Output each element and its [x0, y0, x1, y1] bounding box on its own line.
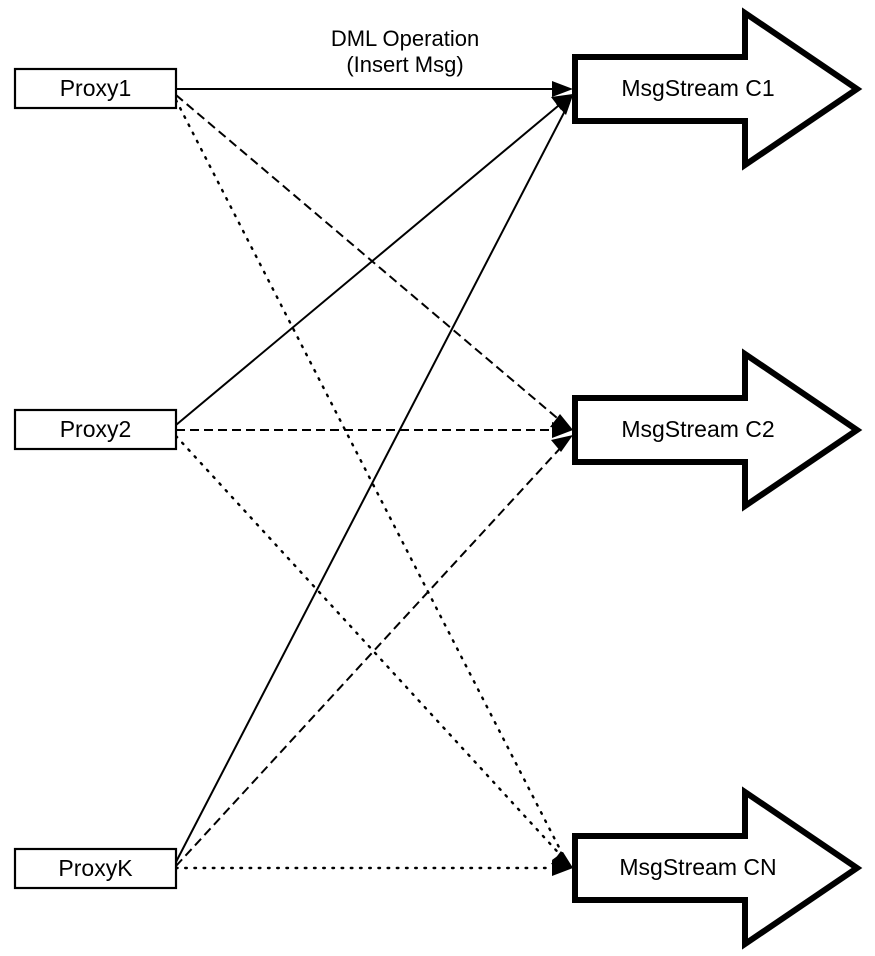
arrow-head-icon — [552, 422, 573, 438]
proxy-box-shape[interactable] — [13, 408, 178, 451]
arrow-head-icon — [551, 435, 573, 452]
arrow-head-icon — [552, 860, 573, 876]
target-node-msgstream-c2[interactable]: MsgStream C2 — [572, 348, 863, 512]
stream-label: MsgStream C1 — [621, 75, 774, 101]
arrow-head-icon — [552, 81, 573, 97]
edge-proxyk-to-c2 — [175, 435, 573, 867]
block-arrow-shape[interactable] — [572, 786, 863, 950]
block-arrow-shape[interactable] — [572, 348, 863, 512]
edge-proxyk-to-c1 — [175, 95, 573, 863]
target-node-msgstream-c1[interactable]: MsgStream C1 — [572, 7, 863, 171]
arrow-head-icon — [556, 95, 573, 115]
edge-line — [175, 100, 565, 426]
stream-label: MsgStream C2 — [621, 416, 774, 442]
block-arrow-shape[interactable] — [572, 7, 863, 171]
source-node-proxyk[interactable]: ProxyK — [13, 847, 178, 890]
edge-caption-line2: (Insert Msg) — [346, 52, 463, 77]
target-node-msgstream-cn[interactable]: MsgStream CN — [572, 786, 863, 950]
edge-proxy2-to-c2 — [176, 422, 573, 438]
proxy-label: Proxy2 — [60, 416, 132, 442]
edge-proxyk-to-cn — [174, 860, 573, 876]
proxy-box-shape[interactable] — [13, 847, 178, 890]
edge-line — [174, 434, 567, 862]
source-node-proxy2[interactable]: Proxy2 — [13, 408, 178, 451]
edge-layer — [174, 81, 573, 876]
edge-proxy2-to-c1 — [175, 94, 573, 426]
edge-proxy1-to-cn — [174, 98, 573, 868]
proxy-label: ProxyK — [58, 855, 133, 881]
proxy-label: Proxy1 — [60, 75, 132, 101]
proxy-box-shape[interactable] — [13, 67, 178, 110]
edge-proxy2-to-cn — [174, 434, 573, 868]
stream-label: MsgStream CN — [619, 854, 776, 880]
edge-proxy1-to-c2 — [175, 94, 573, 430]
edge-line — [175, 102, 570, 863]
edge-proxy1-to-c1 — [176, 81, 573, 97]
edge-line — [175, 442, 566, 867]
source-node-proxy1[interactable]: Proxy1 — [13, 67, 178, 110]
edge-line — [175, 94, 564, 424]
edge-caption-dml-operation: DML Operation (Insert Msg) — [331, 26, 479, 77]
edge-caption-line1: DML Operation — [331, 26, 479, 51]
